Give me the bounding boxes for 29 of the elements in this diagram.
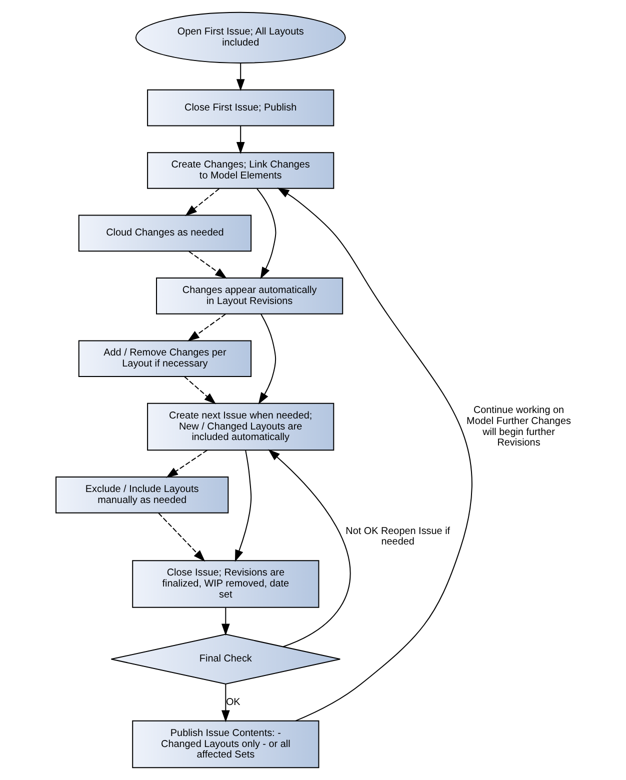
node-box: Exclude / Include Layouts manually as needed <box>55 476 229 514</box>
node-box: Create Changes; Link Changes to Model Elements <box>147 152 334 189</box>
arrow <box>268 449 350 648</box>
arrow <box>258 314 276 404</box>
node-ellipse: Open First Issue; All Layouts included <box>135 12 346 64</box>
edge-label: OK <box>226 696 240 708</box>
node-box: Changes appear automatically in Layout Revisions <box>156 278 344 314</box>
arrow <box>185 188 220 216</box>
edge-label: Continue working on Model Further Changes will begin further Revisions <box>466 404 571 449</box>
arrow <box>277 188 472 722</box>
node-box: Create next Issue when needed; New / Changed Layouts are included automatically <box>147 402 334 451</box>
arrow <box>234 450 252 562</box>
arrow <box>236 126 245 154</box>
arrow <box>158 512 206 562</box>
node-box: Publish Issue Contents: - Changed Layouts only - or all affected Sets <box>132 720 320 768</box>
node-box: Close First Issue; Publish <box>147 89 334 126</box>
arrow <box>188 250 227 279</box>
node-diamond: Final Check <box>110 634 341 685</box>
edge-label: Not OK Reopen Issue if needed <box>346 526 450 548</box>
arrow <box>188 314 226 342</box>
arrow <box>166 450 208 478</box>
arrow <box>184 376 216 404</box>
node-box: Close Issue; Revisions are finalized, WIP removed, date set <box>132 560 320 608</box>
node-box: Cloud Changes as needed <box>78 214 252 252</box>
arrow <box>256 188 276 280</box>
arrow <box>221 607 230 636</box>
arrow <box>236 62 245 92</box>
arrow <box>221 684 230 722</box>
node-box: Add / Remove Changes per Layout if necessary <box>78 340 252 378</box>
